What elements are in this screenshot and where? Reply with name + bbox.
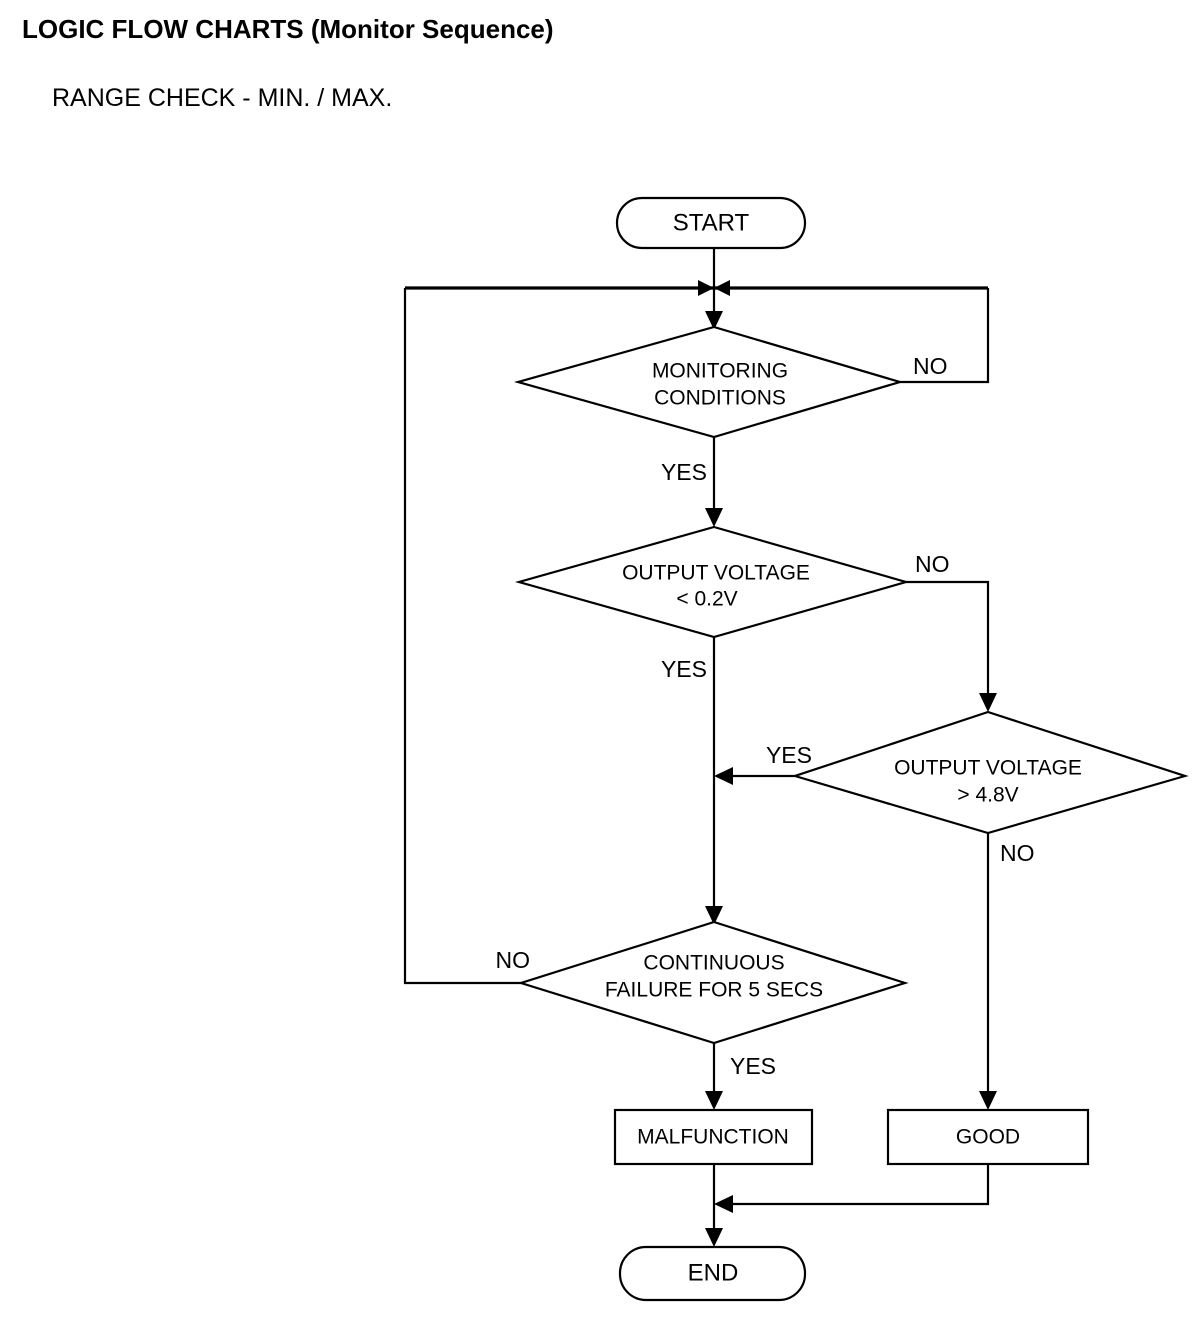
node-malfunction-label: MALFUNCTION [637, 1126, 789, 1149]
edge-label-monitoring-no: NO [913, 353, 948, 379]
connector-vmin-no [906, 580, 990, 703]
node-good[interactable] [886, 1108, 1090, 1166]
node-output-voltage-min[interactable] [514, 525, 910, 639]
node-monitoring-line1: MONITORING [652, 360, 788, 383]
node-good-label: GOOD [956, 1126, 1020, 1149]
page-title: LOGIC FLOW CHARTS (Monitor Sequence) [22, 14, 554, 44]
node-vmax-line2: > 4.8V [957, 784, 1018, 807]
page-subtitle: RANGE CHECK - MIN. / MAX. [52, 84, 393, 112]
arrowhead-good-join [714, 1195, 733, 1213]
node-start-label: START [673, 209, 750, 236]
arrowhead-to-vmax [979, 693, 997, 712]
arrowhead-to-vmin [705, 508, 723, 527]
node-vmax-line1: OUTPUT VOLTAGE [894, 757, 1082, 780]
node-vmin-line2: < 0.2V [676, 588, 737, 611]
connector-monitoring-no [900, 288, 990, 384]
node-start[interactable] [615, 196, 807, 250]
connector-contfail-no [403, 288, 521, 985]
arrowhead-to-malfunction [705, 1091, 723, 1110]
edge-label-vmax-no: NO [1000, 840, 1035, 866]
arrowhead-to-contfail [705, 906, 723, 925]
node-end-label: END [688, 1259, 739, 1286]
node-output-voltage-max[interactable] [791, 710, 1189, 835]
node-monitoring-conditions[interactable] [513, 325, 904, 439]
arrowhead-merge-left [698, 280, 714, 296]
edge-label-vmin-yes: YES [661, 656, 707, 682]
node-continuous-failure[interactable] [517, 920, 909, 1045]
node-contfail-line1: CONTINUOUS [643, 952, 784, 975]
arrowhead-to-end [705, 1228, 723, 1247]
arrowhead-to-monitoring [705, 311, 723, 330]
arrowhead-to-good [979, 1091, 997, 1110]
connector-good-to-end [724, 1164, 990, 1206]
edge-label-vmin-no: NO [915, 551, 950, 577]
arrowhead-merge-right [714, 280, 730, 296]
arrowhead-vmax-yes [714, 767, 733, 785]
edge-label-contfail-yes: YES [730, 1053, 776, 1079]
node-end[interactable] [618, 1245, 807, 1302]
node-monitoring-line2: CONDITIONS [654, 387, 786, 410]
edge-label-monitoring-yes: YES [661, 459, 707, 485]
node-malfunction[interactable] [613, 1108, 814, 1166]
edge-label-vmax-yes: YES [766, 742, 812, 768]
node-vmin-line1: OUTPUT VOLTAGE [622, 562, 810, 585]
edge-label-contfail-no: NO [496, 947, 531, 973]
node-contfail-line2: FAILURE FOR 5 SECS [605, 979, 823, 1002]
